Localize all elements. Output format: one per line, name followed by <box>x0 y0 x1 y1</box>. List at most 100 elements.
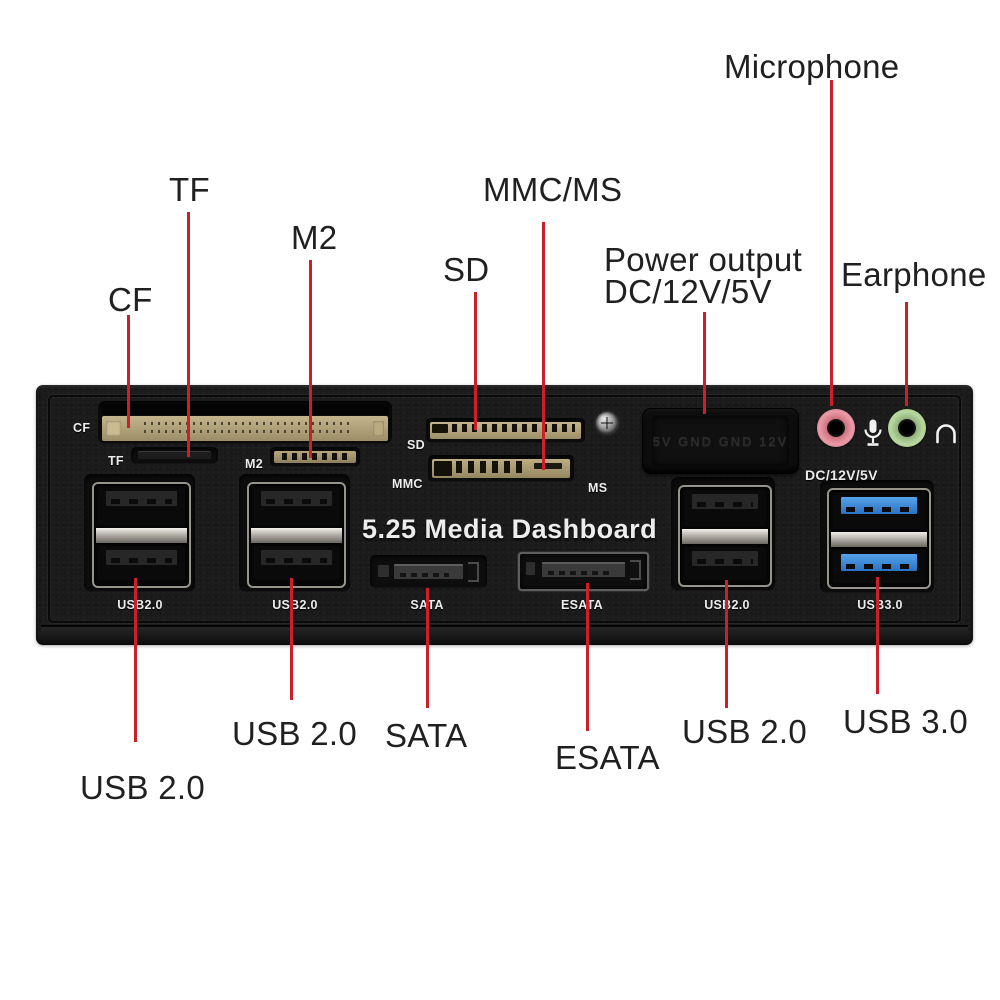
panel-bezel-groove <box>48 395 961 623</box>
callout-line-usb3 <box>876 577 879 694</box>
callout-power-output-line2: DC/12V/5V <box>604 273 772 310</box>
usb3-ports <box>827 488 931 589</box>
usb2-port-tongue <box>692 494 758 509</box>
mmc-slot-label: MMC <box>392 477 423 491</box>
callout-line-cf <box>127 315 130 428</box>
sata-port <box>370 555 487 588</box>
usb3-port <box>833 550 925 583</box>
tf-slot <box>131 447 218 464</box>
cf-slot-label: CF <box>73 421 91 435</box>
media-dashboard-panel: 5.25 Media Dashboard CF TF M2 SD <box>36 385 973 645</box>
callout-tf: TF <box>169 171 210 208</box>
callout-line-power-output <box>703 312 706 414</box>
cf-pin-row-top <box>144 422 354 425</box>
usb2-middle-port-label: USB2.0 <box>272 598 318 612</box>
callout-line-esata <box>586 583 589 731</box>
sd-card-connector <box>430 422 581 439</box>
callout-line-m2 <box>309 260 312 458</box>
sata-connector-left-key <box>378 565 389 577</box>
usb2-left-port-label: USB2.0 <box>117 598 163 612</box>
usb2-port <box>684 547 766 580</box>
callout-line-usb2-middle <box>290 578 293 700</box>
sata-connector-right-key <box>468 562 479 582</box>
usb-port-divider <box>831 532 927 547</box>
callout-cf: CF <box>108 281 153 318</box>
m2-connector-teeth <box>282 453 348 460</box>
microphone-icon <box>864 419 882 446</box>
m2-slot <box>270 447 360 467</box>
callout-line-usb2-right <box>725 580 728 708</box>
esata-connector-left-key <box>526 562 535 575</box>
cf-pin-row-bottom <box>144 430 354 433</box>
callout-power-output: Power output DC/12V/5V <box>604 243 802 310</box>
callout-line-tf <box>187 212 190 457</box>
usb2-port <box>98 487 185 525</box>
callout-line-sd <box>474 292 477 430</box>
callout-earphone: Earphone <box>841 256 987 293</box>
panel-title: 5.25 Media Dashboard <box>362 514 658 544</box>
callout-usb3: USB 3.0 <box>843 703 968 740</box>
usb-port-divider <box>96 528 187 543</box>
mmc-connector-notch <box>434 461 452 476</box>
usb2-port <box>98 546 185 580</box>
callout-usb2-left: USB 2.0 <box>80 769 205 806</box>
usb2-ports-left <box>92 482 191 588</box>
m2-slot-label: M2 <box>245 457 263 471</box>
m2-card-connector <box>274 451 356 463</box>
usb2-port-tongue <box>261 550 332 565</box>
microphone-jack-hole <box>827 419 845 437</box>
callout-line-microphone <box>830 80 833 406</box>
mmc-connector-teeth <box>456 461 526 473</box>
usb2-port-tongue <box>106 550 177 565</box>
callout-line-usb2-left <box>134 578 137 742</box>
callout-esata: ESATA <box>555 739 660 776</box>
ms-connector-step <box>534 463 562 469</box>
usb2-ports-middle <box>247 482 346 588</box>
sata-connector <box>394 564 463 579</box>
callout-microphone: Microphone <box>724 48 900 85</box>
usb2-port-tongue <box>261 491 332 506</box>
usb3-port-tongue <box>841 497 917 514</box>
callout-sata: SATA <box>385 717 468 754</box>
usb-port-divider <box>251 528 342 543</box>
usb2-port-tongue <box>106 491 177 506</box>
callout-m2: M2 <box>291 219 338 256</box>
earphone-jack <box>888 409 926 447</box>
power-output-connector-face: 5V GND GND 12V <box>652 416 789 466</box>
callout-usb2-middle: USB 2.0 <box>232 715 357 752</box>
usb3-port-label: USB3.0 <box>857 598 903 612</box>
usb3-port <box>833 493 925 529</box>
callout-line-earphone <box>905 302 908 406</box>
earphone-jack-hole <box>898 419 916 437</box>
usb2-port-tongue <box>692 551 758 566</box>
tf-card-edge <box>138 451 211 459</box>
dc-power-label: DC/12V/5V <box>805 467 878 483</box>
cf-connector-left-tab <box>106 421 121 436</box>
microphone-jack <box>817 409 855 447</box>
callout-sd: SD <box>443 251 490 288</box>
usb2-port <box>684 490 766 526</box>
cf-card-connector <box>102 416 388 441</box>
mmc-ms-card-connector <box>432 459 570 478</box>
esata-port <box>518 552 649 591</box>
sd-slot <box>426 418 585 443</box>
esata-port-label: ESATA <box>560 598 604 612</box>
sd-slot-label: SD <box>407 438 425 452</box>
power-connector-embossed-text: 5V GND GND 12V <box>652 433 789 449</box>
callout-usb2-right: USB 2.0 <box>682 713 807 750</box>
sd-connector-notch <box>432 424 448 433</box>
headphone-icon <box>936 424 956 444</box>
usb3-port-tongue <box>841 554 917 571</box>
cf-slot-opening <box>101 404 389 415</box>
ms-slot-label: MS <box>588 481 608 495</box>
usb-port-divider <box>682 529 768 544</box>
usb2-port <box>253 546 340 580</box>
power-output-connector: 5V GND GND 12V <box>642 408 799 474</box>
esata-connector-right-key <box>630 560 641 580</box>
cf-slot <box>98 401 392 444</box>
callout-mmc-ms: MMC/MS <box>483 171 623 208</box>
callout-line-sata <box>426 588 429 708</box>
panel-bottom-lip <box>41 625 968 644</box>
sd-connector-teeth <box>452 424 575 432</box>
